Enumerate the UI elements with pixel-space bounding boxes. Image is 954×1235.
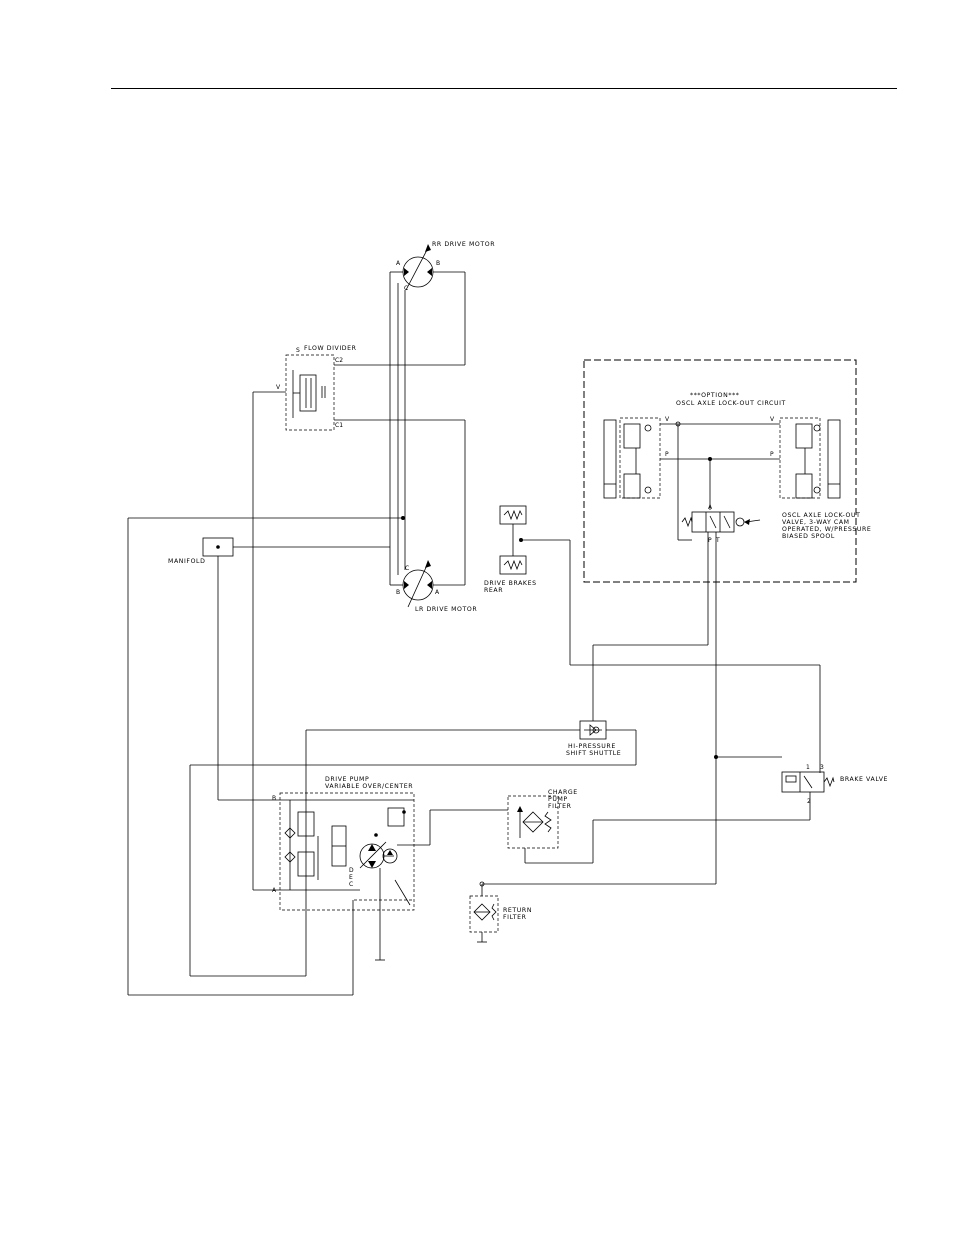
lockout-valve-label-4: BIASED SPOOL	[782, 533, 835, 540]
charge-filter-label-3: FILTER	[548, 803, 572, 810]
lock-port-p-right: P	[770, 451, 774, 458]
manifold: MANIFOLD	[168, 537, 390, 565]
pump-port-e: E	[349, 874, 353, 881]
lr-port-a: A	[435, 589, 440, 596]
lock-port-p-left: P	[665, 451, 669, 458]
charge-pump-filter: CHARGE PUMP FILTER	[430, 789, 578, 863]
fd-port-s: S	[296, 347, 300, 354]
lr-port-c: C	[405, 565, 409, 572]
fd-port-v: V	[276, 384, 281, 391]
valve-port-t: T	[715, 537, 720, 544]
drive-pump: DRIVE PUMP VARIABLE OVER/CENTER B A D E …	[272, 776, 431, 961]
manifold-label: MANIFOLD	[168, 558, 205, 565]
charge-filter-label-1: CHARGE	[548, 789, 578, 796]
shuttle-label-1: HI-PRESSURE	[568, 743, 616, 750]
drive-brakes-label: DRIVE BRAKES	[484, 580, 537, 587]
fd-port-c2: C2	[335, 357, 343, 364]
lockout-valve-label-1: OSCL AXLE LOCK-OUT	[782, 512, 861, 519]
bv-port-3: 3	[820, 764, 824, 771]
option-title: ***OPTION***	[690, 392, 739, 399]
lock-port-v-right: V	[770, 416, 775, 423]
charge-filter-label-2: PUMP	[548, 796, 568, 803]
drive-brakes-rear-label: REAR	[484, 587, 503, 594]
rr-drive-motor: A B C RR DRIVE MOTOR	[390, 241, 495, 292]
lockout-feed-lines	[569, 532, 821, 884]
lr-drive-motor: B A C LR DRIVE MOTOR	[390, 560, 477, 613]
drive-pump-label-1: DRIVE PUMP	[325, 776, 369, 783]
lockout-valve-label-3: OPERATED, W/PRESSURE	[782, 526, 871, 533]
header-rule	[111, 88, 897, 89]
rr-port-b: B	[436, 260, 440, 267]
rr-port-c: C	[404, 285, 408, 292]
drive-pump-label-2: VARIABLE OVER/CENTER	[325, 783, 413, 790]
option-circuit-label: OSCL AXLE LOCK-OUT CIRCUIT	[676, 400, 786, 407]
shuttle-label-2: SHIFT SHUTTLE	[566, 750, 621, 757]
pump-port-a: A	[272, 887, 277, 894]
pump-port-b: B	[272, 795, 276, 802]
axle-lockout-option: ***OPTION*** OSCL AXLE LOCK-OUT CIRCUIT …	[583, 359, 871, 583]
valve-port-p: P	[708, 537, 712, 544]
pump-port-c: C	[349, 881, 353, 888]
lr-drive-motor-label: LR DRIVE MOTOR	[415, 606, 477, 613]
bv-port-2: 2	[807, 798, 811, 805]
valve-port-a: A	[708, 504, 713, 511]
drive-brakes: DRIVE BRAKES REAR	[484, 505, 570, 594]
return-filter-label-2: FILTER	[503, 914, 527, 921]
brake-valve-label: BRAKE VALVE	[840, 776, 888, 783]
brake-valve: 1 3 2 BRAKE VALVE	[525, 764, 888, 864]
main-loop-lines	[127, 392, 403, 996]
rr-port-a: A	[396, 260, 401, 267]
motor-lines	[389, 272, 466, 585]
return-filter: RETURN FILTER	[469, 881, 716, 943]
lockout-valve-label-2: VALVE, 3-WAY CAM	[782, 519, 850, 526]
bv-port-1: 1	[806, 764, 810, 771]
return-filter-label-1: RETURN	[503, 907, 532, 914]
flow-divider: V C2 C1 S FLOW DIVIDER	[253, 345, 465, 431]
fd-port-c1: C1	[335, 422, 343, 429]
lock-port-v-left: V	[665, 416, 670, 423]
flow-divider-label: FLOW DIVIDER	[304, 345, 357, 352]
lr-port-b: B	[396, 589, 400, 596]
rr-drive-motor-label: RR DRIVE MOTOR	[432, 241, 495, 248]
shift-shuttle: HI-PRESSURE SHIFT SHUTTLE	[190, 720, 637, 766]
pump-port-d: D	[349, 867, 354, 874]
